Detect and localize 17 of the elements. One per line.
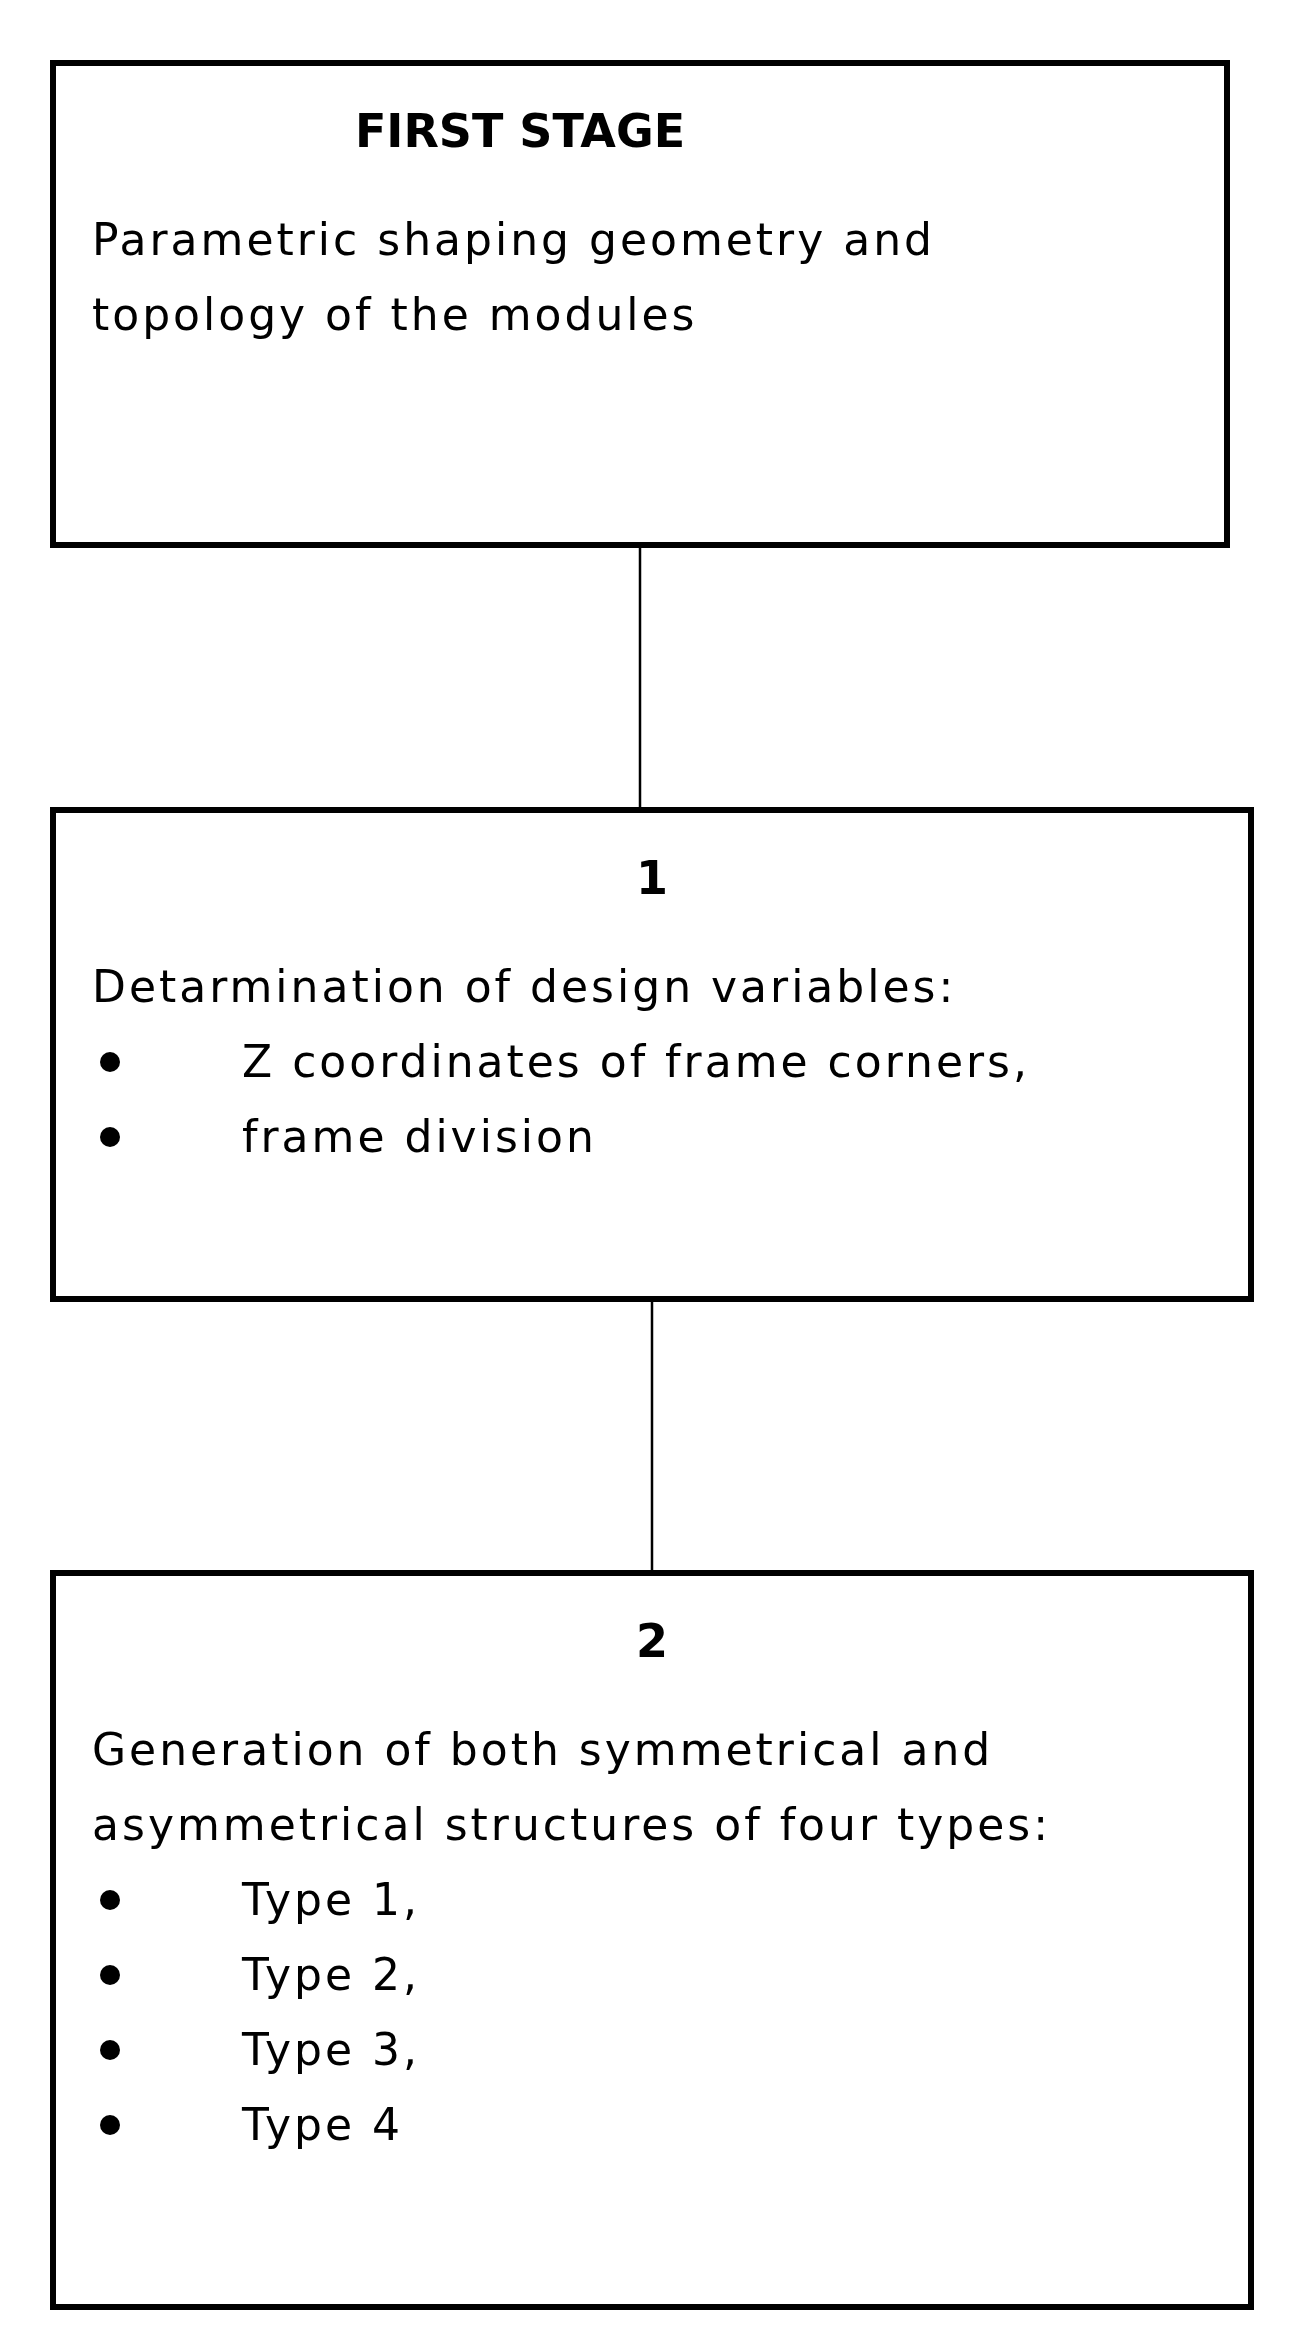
process-box [50,1570,1254,2310]
list-item-text: frame division [242,1111,597,1162]
stage-heading: FIRST STAGE [354,103,686,160]
list-item-text: Type 2, [242,1949,421,2000]
description-text: Detarmination of design variables: [92,960,958,1014]
process-box [50,807,1254,1302]
list-item-text: Type 1, [242,1874,421,1925]
process-box [50,60,1230,548]
list-item-text: Type 3, [242,2024,421,2075]
connector-line [638,548,642,807]
description-text: Parametric shaping geometry and topology of the modules [92,213,936,342]
list-item-text: Z coordinates of frame corners, [242,1036,1030,1087]
list-item-text: Type 4 [242,2099,404,2150]
connector-line [650,1302,654,1570]
stage-heading: 2 [636,1613,668,1670]
stage-heading: 1 [636,850,668,907]
description-text: Generation of both symmetrical and asymmetrical structures of four types: [92,1723,1053,1852]
